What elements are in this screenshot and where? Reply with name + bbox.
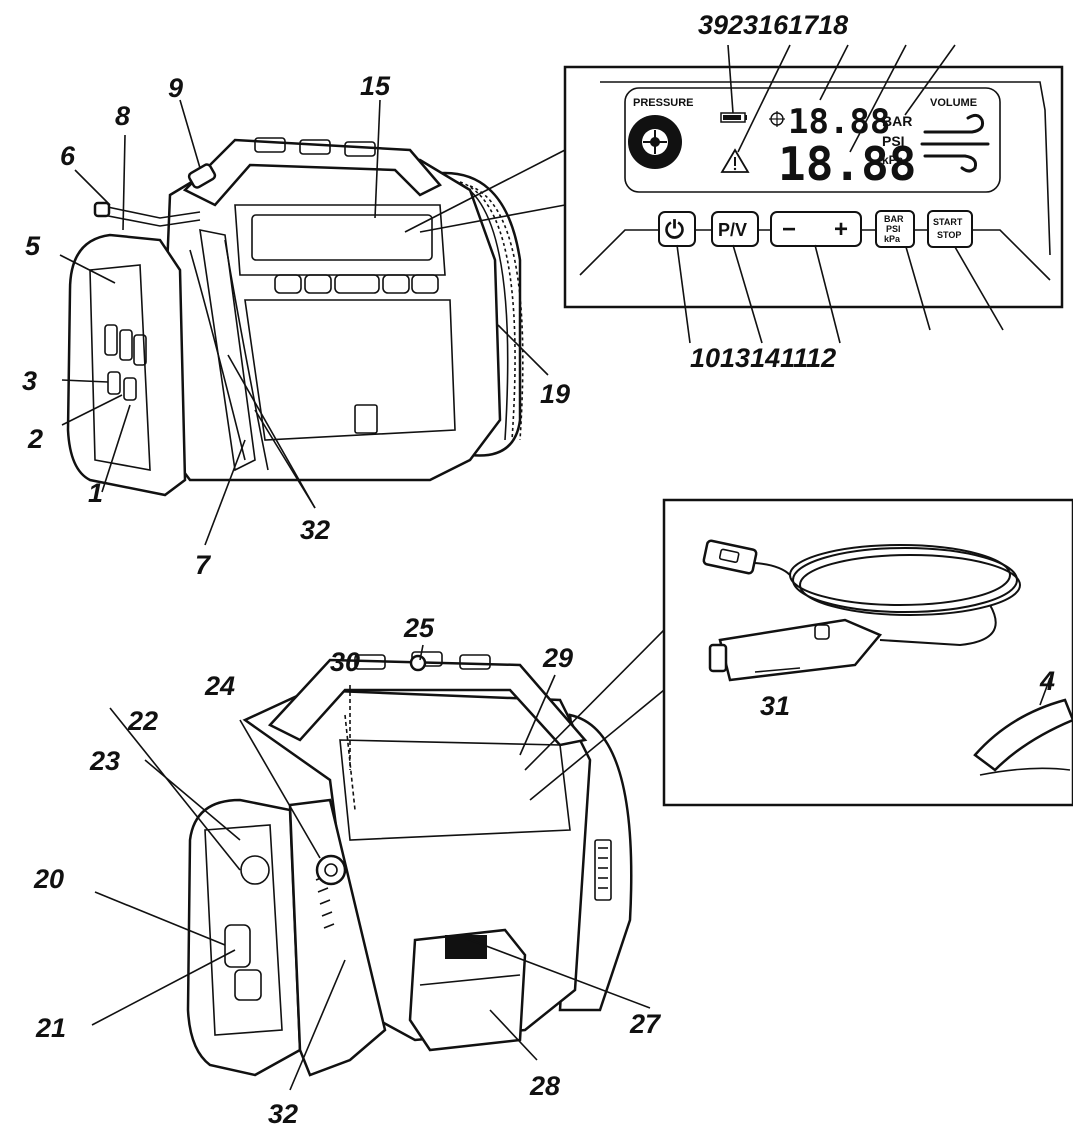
svg-text:STOP: STOP	[937, 230, 961, 240]
callout-9: 9	[168, 73, 183, 103]
callout-25: 25	[403, 613, 435, 643]
volume-label: VOLUME	[930, 97, 977, 109]
battery-icon	[720, 112, 747, 123]
callout-22: 22	[127, 706, 158, 736]
plus-label: +	[834, 216, 848, 243]
callout-7: 7	[195, 550, 212, 580]
svg-text:P/V: P/V	[718, 220, 747, 240]
callout-15: 15	[360, 71, 391, 101]
svg-text:PSI: PSI	[886, 224, 901, 234]
callout-27: 27	[629, 1009, 662, 1039]
callout-4: 4	[1039, 666, 1055, 696]
compressor-rear-view	[186, 651, 633, 1077]
clip	[973, 698, 1073, 776]
svg-text:START: START	[933, 217, 963, 227]
callout-31: 31	[760, 691, 790, 721]
callout-5: 5	[25, 231, 41, 261]
callout-20: 20	[33, 864, 64, 894]
callout-6: 6	[60, 141, 76, 171]
pressure-volume-button[interactable]: P/V	[711, 211, 759, 247]
callout-1: 1	[88, 478, 103, 508]
callout-24: 24	[204, 671, 235, 701]
vent-slots	[594, 839, 612, 901]
usb-plug	[702, 539, 758, 575]
current-pressure-digits: 18.88	[778, 137, 916, 191]
callout-labels: 3923161718 1013141112 9 8 6 15 5 3 2 1 7…	[22, 10, 1055, 1129]
minus-label: −	[782, 216, 796, 243]
callout-3: 3	[22, 366, 37, 396]
start-stop-button[interactable]: START STOP	[927, 210, 973, 248]
display-closeup: PRESSURE 18.88 18.88 BAR PSI kPa VOLUME	[563, 65, 1064, 309]
wind-icon	[920, 113, 990, 173]
svg-text:⏻: ⏻	[665, 217, 684, 244]
callout-2: 2	[27, 424, 43, 454]
tire-icon	[628, 115, 682, 169]
warning-icon	[720, 148, 750, 173]
unit-psi-label: PSI	[882, 133, 905, 149]
callout-bottom-row: 1013141112	[690, 343, 836, 373]
svg-text:BAR: BAR	[884, 214, 904, 224]
unit-kpa-label: kPa	[882, 153, 904, 167]
target-icon	[769, 111, 785, 127]
callout-top-row: 3923161718	[698, 10, 848, 40]
unit-bar-label: BAR	[882, 113, 912, 129]
accessory-closeup	[662, 498, 1073, 807]
car-plug	[708, 618, 883, 682]
compressor-front-view	[66, 137, 524, 497]
target-pressure-digits: 18.88	[788, 102, 890, 142]
power-button[interactable]: ⏻	[658, 211, 696, 247]
unit-select-button[interactable]: BAR PSI kPa	[875, 210, 915, 248]
callout-28: 28	[529, 1071, 560, 1101]
coiled-cable	[754, 544, 1021, 647]
callout-29: 29	[542, 643, 573, 673]
callout-21: 21	[35, 1013, 66, 1043]
callout-30: 30	[330, 647, 360, 677]
callout-32-bottom: 32	[268, 1099, 298, 1129]
minus-plus-button[interactable]: − +	[770, 211, 862, 247]
callout-19: 19	[540, 379, 570, 409]
callout-8: 8	[115, 101, 130, 131]
pressure-label: PRESSURE	[633, 97, 694, 109]
callout-23: 23	[89, 746, 120, 776]
callout-32-top: 32	[300, 515, 330, 545]
svg-text:kPa: kPa	[884, 234, 901, 244]
